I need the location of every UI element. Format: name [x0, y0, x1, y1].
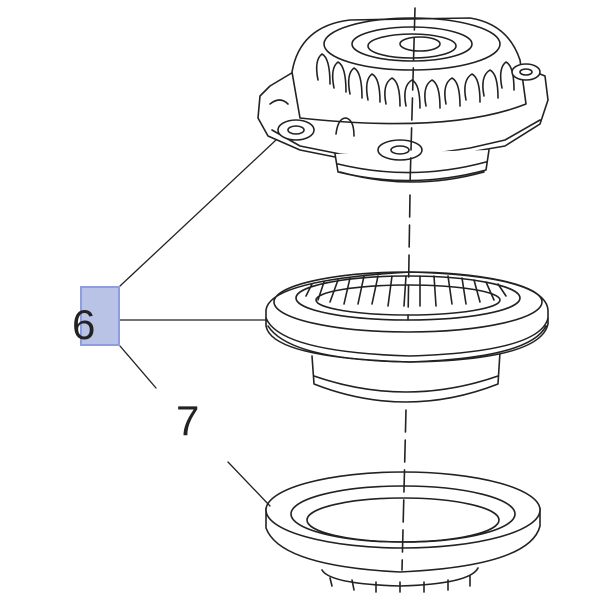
- callout-number-6[interactable]: 6: [72, 301, 95, 348]
- center-axis-line: [401, 7, 416, 571]
- callout-highlight-box[interactable]: [80, 286, 120, 346]
- strut-bearing: [265, 271, 549, 403]
- leader-lines: [119, 139, 277, 507]
- callout-number-7[interactable]: 7: [176, 397, 199, 444]
- strut-top-mount: [257, 17, 549, 183]
